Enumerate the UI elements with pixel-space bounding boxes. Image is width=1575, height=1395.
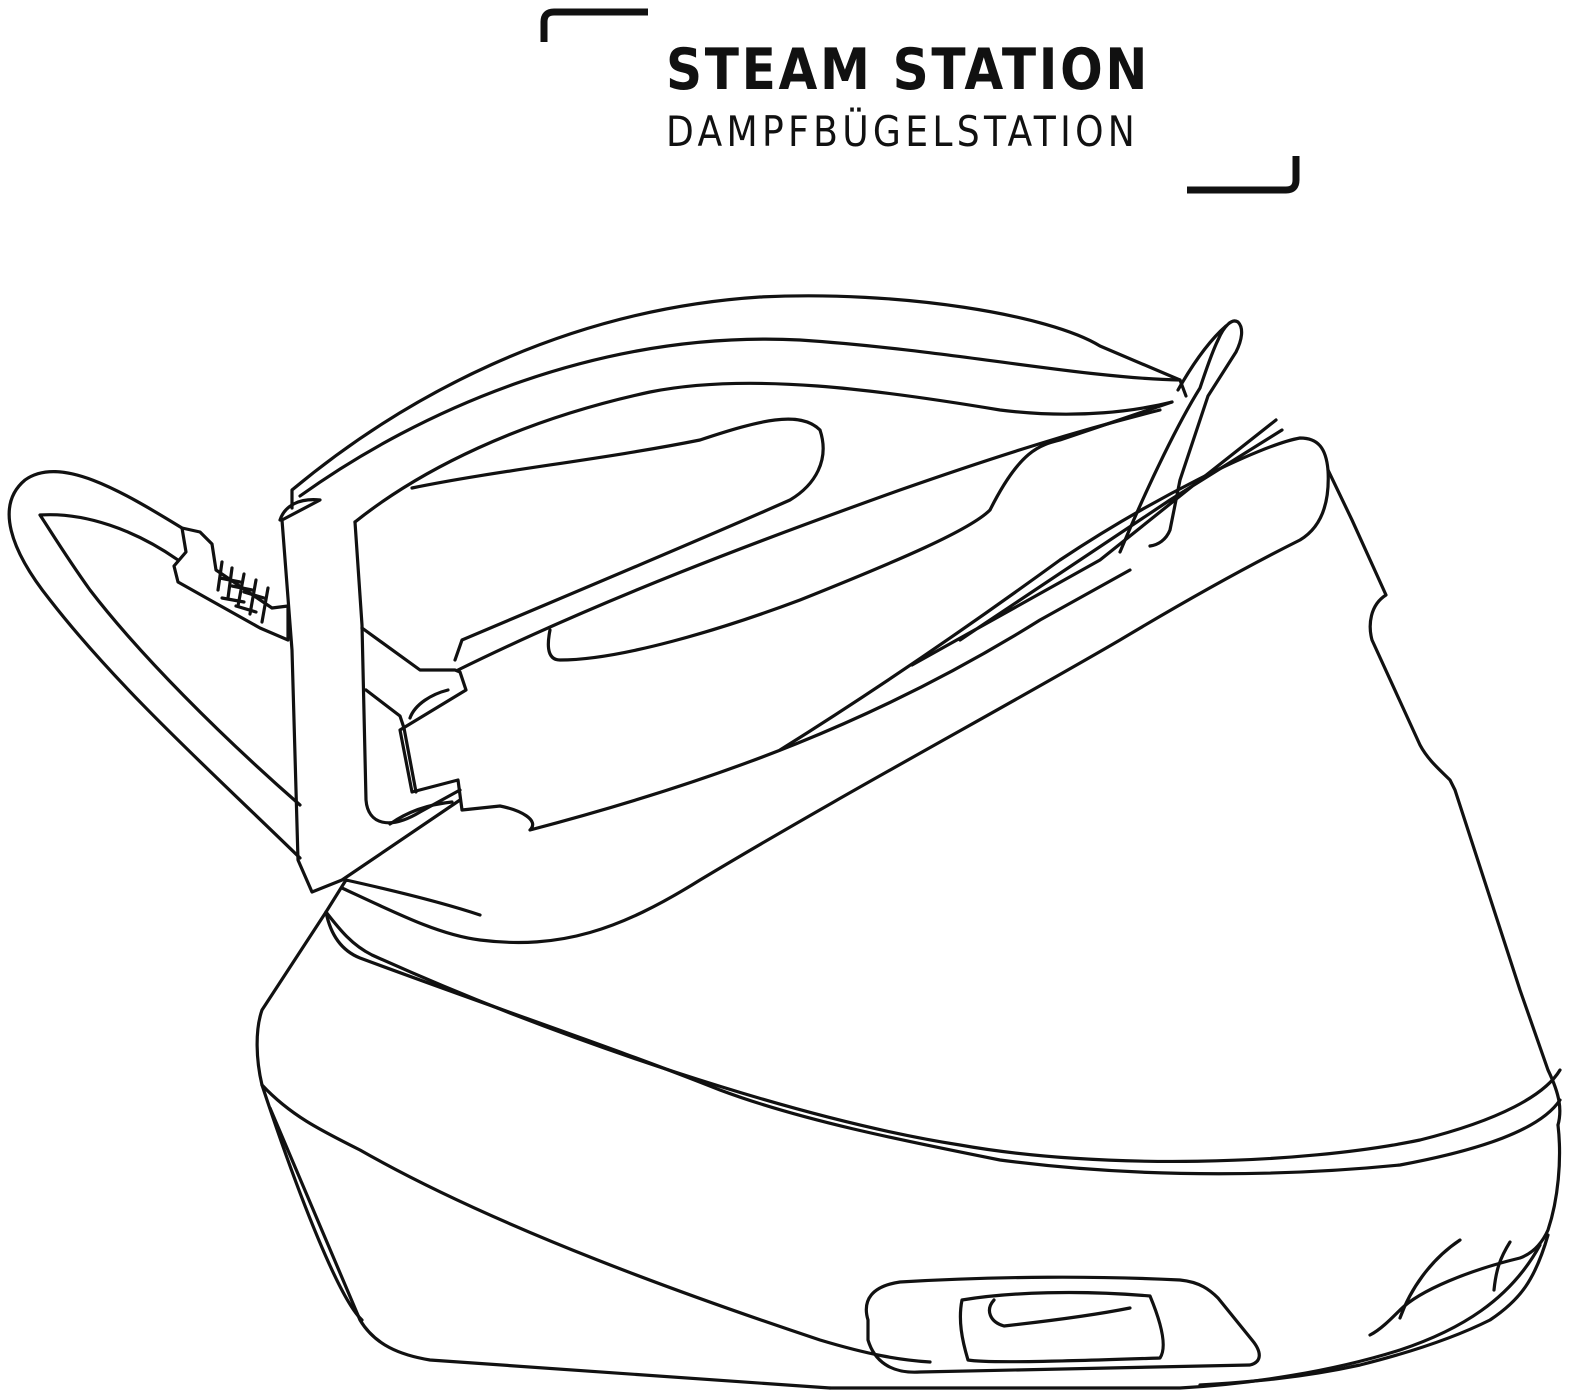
lock-arm-outline xyxy=(1118,319,1244,554)
iron-lock-arm xyxy=(1118,319,1244,554)
handle-slot-outer xyxy=(864,1275,1261,1374)
base-handle-slot xyxy=(864,1275,1261,1374)
base-bottom-edge xyxy=(828,1243,1542,1390)
base-right-lower xyxy=(1368,1123,1562,1337)
iron-handle-opening xyxy=(353,520,462,825)
base-top-panel xyxy=(324,878,1562,1164)
base-right-side xyxy=(1326,468,1562,1127)
water-tank-lower-left xyxy=(268,1106,832,1390)
base-bottom-right-lip xyxy=(1398,1238,1512,1320)
product-subtitle: DAMPFBÜGELSTATION xyxy=(666,107,1140,156)
base-station xyxy=(255,436,1562,1390)
iron-lower-shell xyxy=(360,568,1132,832)
iron xyxy=(278,294,1284,894)
base-top-rim xyxy=(340,436,1330,945)
iron-side-line xyxy=(456,408,1162,672)
handle-slot-grip-mark xyxy=(987,1298,1132,1328)
iron-handle-inner-top xyxy=(353,381,1174,524)
iron-bottom-edge xyxy=(364,688,418,794)
corner-bracket-bottom-right xyxy=(1187,156,1300,194)
iron-front-tip-groove xyxy=(910,418,1284,667)
handle-slot-inner xyxy=(958,1290,1165,1364)
product-title: STEAM STATION xyxy=(666,37,1150,103)
lock-arm-inner xyxy=(1176,324,1228,392)
hose-inner-edge xyxy=(38,513,302,807)
water-tank-top xyxy=(260,1083,932,1364)
steam-hose xyxy=(7,470,302,860)
base-right-curve xyxy=(1198,1233,1550,1387)
iron-rear-body xyxy=(290,294,1182,510)
title-block: STEAM STATION DAMPFBÜGELSTATION xyxy=(666,34,1186,158)
iron-rear-plate xyxy=(278,498,462,894)
hose-outer-edge xyxy=(7,470,302,860)
base-left-side xyxy=(255,910,364,1322)
hose-strain-relief-ribs xyxy=(216,560,270,624)
iron-handle-outer xyxy=(298,337,1188,498)
hose-connector xyxy=(172,526,290,642)
iron-front-top xyxy=(546,400,1174,662)
base-top-inner xyxy=(324,910,1562,1176)
iron-button-oval xyxy=(388,688,454,826)
iron-handle-grip xyxy=(410,417,825,662)
corner-bracket-top-left xyxy=(540,8,648,42)
